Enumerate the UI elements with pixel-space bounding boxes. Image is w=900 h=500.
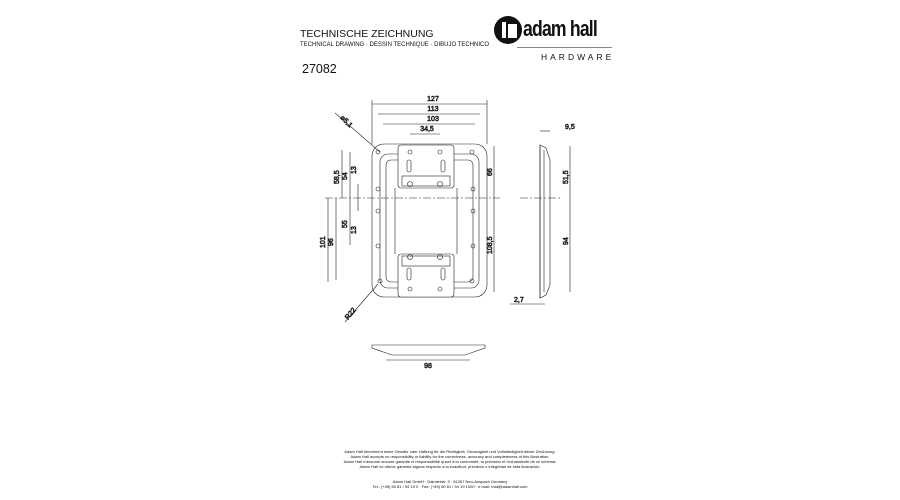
dim-94: 94 [563, 237, 570, 245]
dim-103: 103 [427, 116, 439, 123]
disclaimer-fr: Adam Hall n'assume aucune garantie ni re… [343, 459, 557, 464]
company-address: Adam Hall GmbH · Daimlerstr. 9 · 61267 N… [392, 479, 508, 484]
disclaimer: Adam Hall übernimmt keine Gewähr oder Ha… [300, 449, 600, 469]
dim-113: 113 [427, 106, 438, 113]
disclaimer-de: Adam Hall übernimmt keine Gewähr oder Ha… [344, 449, 556, 454]
bottom-view [371, 344, 486, 361]
dim-radius: R22 [344, 307, 358, 321]
drawing-title: TECHNISCHE ZEICHNUNG [300, 28, 434, 40]
dim-96: 96 [328, 238, 335, 246]
disclaimer-en: Adam Hall accepts no responsibility or l… [350, 454, 550, 459]
dim-98: 98 [424, 363, 432, 370]
side-view [510, 130, 571, 305]
dim-55: 55 [342, 220, 349, 228]
company-contact: Tel.: (+49) 60 81 / 94 19 0 · Fax: (+49)… [372, 484, 528, 489]
dim-108-5: 108,5 [487, 236, 494, 254]
dim-66: 66 [487, 168, 494, 176]
dim-127: 127 [427, 96, 439, 103]
front-view [325, 100, 500, 323]
logo-divider [517, 47, 612, 48]
company-info: Adam Hall GmbH · Daimlerstr. 9 · 61267 N… [300, 479, 600, 489]
dim-9-5: 9,5 [565, 124, 575, 131]
dim-51-5: 51,5 [563, 170, 570, 184]
dim-13-top: 13 [351, 166, 358, 174]
disclaimer-es: Adam Hall no ofrece garantía alguna resp… [359, 464, 541, 469]
dim-54: 54 [342, 172, 349, 180]
drawing-subtitle: TECHNICAL DRAWING · DESSIN TECHNIQUE · D… [300, 42, 490, 48]
dim-101: 101 [320, 236, 327, 248]
brand-name: adam hall [523, 16, 598, 41]
part-number: 27082 [302, 62, 337, 76]
adam-hall-logo-icon [494, 16, 522, 44]
dim-13-bottom: 13 [351, 226, 358, 234]
dim-34-5: 34,5 [420, 126, 434, 133]
dim-2-7: 2,7 [514, 297, 524, 304]
brand-division: HARDWARE [541, 52, 615, 62]
dim-58-5: 58,5 [334, 170, 341, 184]
